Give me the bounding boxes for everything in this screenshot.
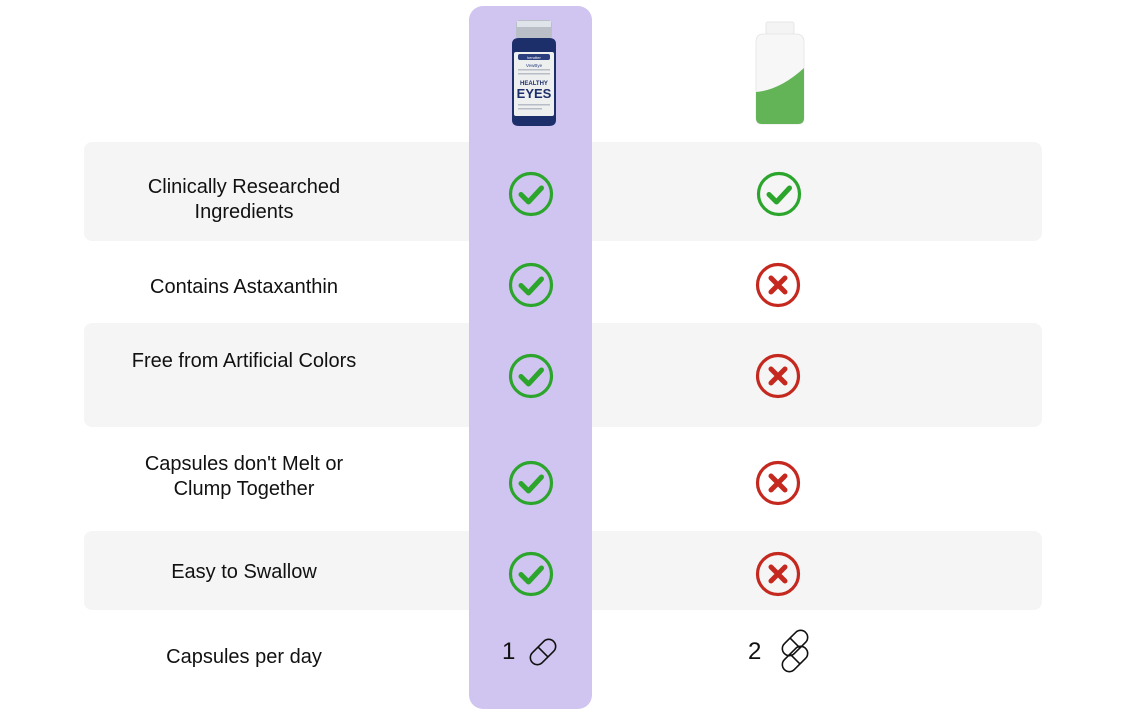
check-icon	[756, 171, 802, 217]
capsule-count-value: 1	[502, 638, 516, 665]
two-capsules-icon	[781, 629, 809, 673]
check-icon	[508, 262, 554, 308]
generic-green-bottle-icon	[755, 21, 805, 125]
feature-label: Capsules don't Melt or Clump Together	[144, 453, 344, 500]
feature-label: Easy to Swallow	[171, 561, 317, 583]
cross-icon	[755, 551, 801, 597]
healthy-eyes-bottle-icon: kerutter VewBye HEALTHY EYES	[512, 20, 556, 126]
bottle-brand-text: kerutter	[527, 55, 541, 60]
feature-label: Free from Artificial Colors	[131, 350, 357, 372]
cross-icon	[755, 353, 801, 399]
feature-label: Contains Astaxanthin	[150, 276, 338, 298]
check-icon	[508, 460, 554, 506]
bottle-title-line2: EYES	[517, 86, 552, 101]
other-capsule-count: 2	[748, 628, 815, 676]
our-capsule-count: 1	[502, 634, 561, 670]
check-icon	[508, 353, 554, 399]
bottle-title-line1: HEALTHY	[520, 81, 548, 87]
check-icon	[508, 551, 554, 597]
capsule-count-value: 2	[748, 638, 762, 665]
bottle-sub-text: VewBye	[526, 63, 543, 68]
capsule-icon	[529, 638, 557, 666]
cross-icon	[755, 460, 801, 506]
check-icon	[508, 171, 554, 217]
feature-label: Clinically Researched Ingredients	[147, 176, 341, 223]
feature-label: Capsules per day	[166, 646, 322, 668]
cross-icon	[755, 262, 801, 308]
